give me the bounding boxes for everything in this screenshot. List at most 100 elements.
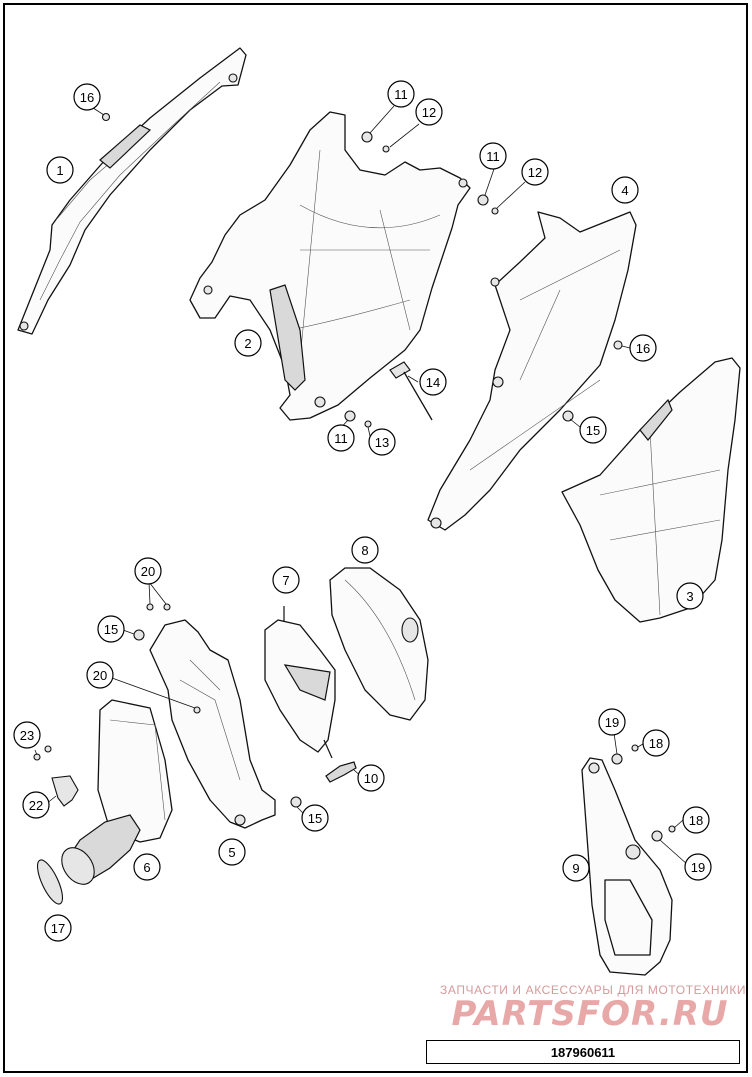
callout-18: 18: [642, 729, 670, 757]
callout-circle: [387, 80, 415, 108]
callout-1: 1: [46, 156, 74, 184]
callout-label: 11: [334, 431, 348, 446]
callout-circle: [133, 853, 161, 881]
callout-label: 1: [56, 163, 63, 178]
callout-4: 4: [611, 176, 639, 204]
callout-circle: [357, 764, 385, 792]
callout-label: 15: [308, 811, 322, 826]
callout-label: 16: [636, 341, 650, 356]
callout-circle: [234, 329, 262, 357]
callout-label: 20: [141, 564, 155, 579]
part-22-fitting: [51, 775, 79, 807]
callout-2: 2: [234, 329, 262, 357]
callout-circle: [351, 536, 379, 564]
part-1-side-trim: [17, 47, 247, 335]
callout-circle: [86, 661, 114, 689]
callout-16: 16: [629, 334, 657, 362]
watermark-brand-logo: PARTSFOR.RU: [451, 994, 729, 1034]
callout-label: 3: [686, 589, 693, 604]
callout-circle: [44, 914, 72, 942]
callout-circle: [419, 368, 447, 396]
callout-11: 11: [479, 142, 507, 170]
callout-label: 17: [51, 921, 65, 936]
callout-label: 15: [586, 423, 600, 438]
part-8-air-filter: [329, 567, 429, 721]
callout-circle: [73, 83, 101, 111]
diagram-frame: [3, 3, 748, 1073]
callout-circle: [598, 708, 626, 736]
callout-circle: [415, 98, 443, 126]
callout-13: 13: [368, 428, 396, 456]
callout-label: 19: [605, 715, 619, 730]
part-10-clip: [325, 761, 357, 783]
callout-label: 7: [282, 573, 289, 588]
callout-18: 18: [682, 806, 710, 834]
callout-group: 1234567891011111112121314151515161617181…: [13, 80, 712, 942]
part-14-bracket: [389, 361, 433, 421]
callout-circle: [46, 156, 74, 184]
callout-3: 3: [676, 582, 704, 610]
part-3-side-panel: [561, 357, 741, 623]
callout-17: 17: [44, 914, 72, 942]
callout-circle: [611, 176, 639, 204]
callout-15: 15: [579, 416, 607, 444]
callout-label: 9: [572, 861, 579, 876]
callout-15: 15: [301, 804, 329, 832]
callout-label: 22: [29, 798, 43, 813]
drawing-number-box: 187960611: [426, 1040, 740, 1064]
callout-circle: [327, 424, 355, 452]
part-6-airbox-boot: [61, 699, 173, 885]
leader-lines: [34, 105, 689, 866]
callout-10: 10: [357, 764, 385, 792]
watermark-tagline: ЗАПЧАСТИ И АКСЕССУАРЫ ДЛЯ МОТОТЕХНИКИ: [440, 983, 747, 997]
part-7-filter-cage: [264, 606, 336, 759]
callout-circle: [22, 791, 50, 819]
callout-circle: [272, 566, 300, 594]
hardware: [33, 112, 676, 842]
callout-label: 12: [422, 105, 436, 120]
callout-circle: [676, 582, 704, 610]
callout-11: 11: [327, 424, 355, 452]
part-4-side-panel: [427, 211, 637, 531]
callout-6: 6: [133, 853, 161, 881]
callout-circle: [134, 557, 162, 585]
part-17-clamp: [36, 859, 64, 905]
drawing-number: 187960611: [550, 1044, 616, 1060]
callout-9: 9: [562, 854, 590, 882]
callout-label: 4: [621, 183, 628, 198]
callout-15: 15: [97, 615, 125, 643]
callout-14: 14: [419, 368, 447, 396]
callout-label: 20: [93, 668, 107, 683]
callout-22: 22: [22, 791, 50, 819]
callout-circle: [684, 853, 712, 881]
callout-label: 8: [361, 543, 368, 558]
callout-circle: [479, 142, 507, 170]
callout-16: 16: [73, 83, 101, 111]
callout-label: 13: [375, 435, 389, 450]
callout-label: 6: [143, 860, 150, 875]
callout-label: 14: [426, 375, 440, 390]
callout-label: 5: [228, 845, 235, 860]
callout-circle: [562, 854, 590, 882]
callout-label: 11: [486, 149, 500, 164]
callout-circle: [368, 428, 396, 456]
callout-circle: [521, 158, 549, 186]
callout-label: 12: [528, 165, 542, 180]
callout-circle: [642, 729, 670, 757]
callout-circle: [301, 804, 329, 832]
callout-label: 23: [20, 728, 34, 743]
callout-19: 19: [684, 853, 712, 881]
callout-20: 20: [86, 661, 114, 689]
part-9-number-plate: [581, 757, 673, 976]
callout-label: 15: [104, 622, 118, 637]
callout-19: 19: [598, 708, 626, 736]
callout-label: 18: [649, 736, 663, 751]
callout-circle: [13, 721, 41, 749]
callout-label: 19: [691, 860, 705, 875]
callout-7: 7: [272, 566, 300, 594]
callout-11: 11: [387, 80, 415, 108]
callout-circle: [218, 838, 246, 866]
part-2-airbox-cover: [189, 111, 471, 421]
callout-12: 12: [521, 158, 549, 186]
